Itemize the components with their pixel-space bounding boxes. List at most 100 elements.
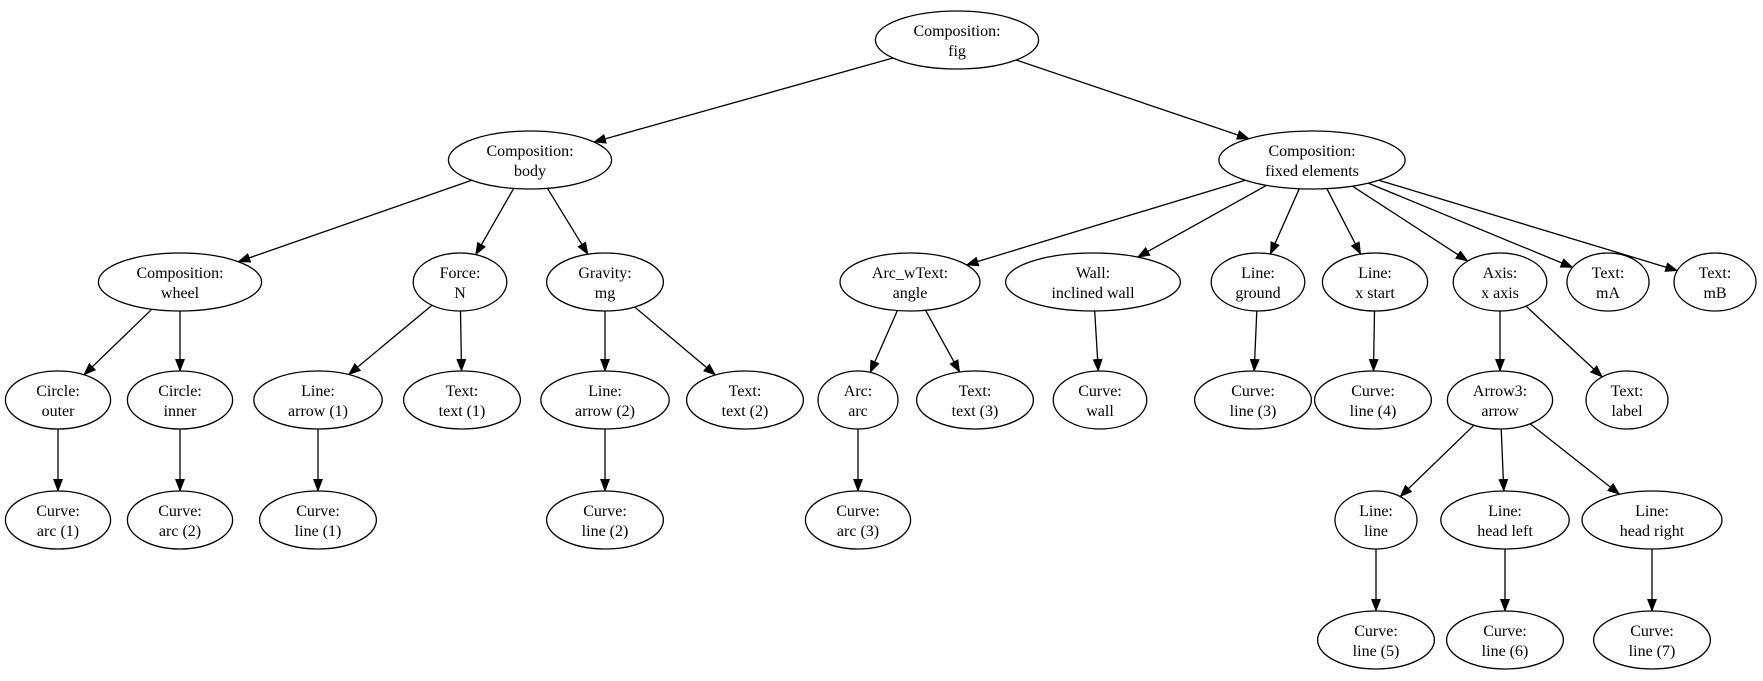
tree-node-circle_inner: Circle:inner xyxy=(126,370,234,430)
node-ellipse xyxy=(1446,370,1554,430)
tree-node-text_text1: Text:text (1) xyxy=(402,370,522,430)
node-label: Line:ground xyxy=(1235,265,1280,302)
node-label: Composition:fixed elements xyxy=(1265,143,1359,180)
node-label: Text:mA xyxy=(1592,265,1625,302)
node-label: Line:head left xyxy=(1477,503,1533,540)
node-ellipse xyxy=(1566,252,1650,312)
node-ellipse xyxy=(1445,610,1565,670)
node-ellipse xyxy=(1334,490,1418,550)
tree-node-text_ma: Text:mA xyxy=(1566,252,1650,312)
node-label: Curve:line (1) xyxy=(295,503,342,540)
edge-line_xstart-to-curve_line4 xyxy=(1368,310,1379,372)
edge-force_n-to-text_text1 xyxy=(456,310,467,372)
node-label: Line:x start xyxy=(1355,265,1395,302)
tree-node-wheel: Composition:wheel xyxy=(97,252,263,312)
node-label: Composition:body xyxy=(486,143,573,180)
tree-node-force_n: Force:N xyxy=(412,252,508,312)
edge-fixed-to-line_xstart xyxy=(1326,188,1362,255)
edge-fixed-to-wall_inclined xyxy=(1136,184,1267,258)
edge-force_n-to-line_arrow1 xyxy=(347,304,433,376)
node-ellipse xyxy=(1592,610,1712,670)
node-ellipse xyxy=(545,490,665,550)
edge-line_ground-to-curve_line3 xyxy=(1249,310,1260,372)
node-ellipse xyxy=(839,252,981,312)
node-ellipse xyxy=(1321,252,1429,312)
edge-body-to-force_n xyxy=(475,188,515,256)
edge-fig-to-fixed xyxy=(1015,59,1250,140)
node-label: Curve:arc (2) xyxy=(158,503,202,540)
tree-node-body: Composition:body xyxy=(447,130,613,190)
node-label: Composition:fig xyxy=(913,23,1000,60)
node-ellipse xyxy=(253,370,383,430)
tree-node-line_line: Line:line xyxy=(1334,490,1418,550)
node-ellipse xyxy=(97,252,263,312)
tree-node-fig: Composition:fig xyxy=(874,10,1040,70)
tree-node-axis_xaxis: Axis:x axis xyxy=(1452,252,1548,312)
node-ellipse xyxy=(874,10,1040,70)
node-ellipse xyxy=(412,252,508,312)
edge-fixed-to-line_ground xyxy=(1269,188,1300,255)
tree-node-fixed: Composition:fixed elements xyxy=(1218,130,1406,190)
node-ellipse xyxy=(1210,252,1306,312)
node-label: Text:text (2) xyxy=(722,383,769,420)
tree-node-curve_line3: Curve:line (3) xyxy=(1193,370,1313,430)
node-label: Gravity:mg xyxy=(578,265,631,302)
node-ellipse xyxy=(1052,370,1148,430)
node-label: Curve:line (3) xyxy=(1230,383,1277,420)
edge-body-to-gravity_mg xyxy=(546,187,589,256)
edge-arrow3_arrow-to-line_headright xyxy=(1529,423,1621,495)
edge-fixed-to-arc_wtext_angle xyxy=(965,179,1246,267)
tree-node-curve_line2: Curve:line (2) xyxy=(545,490,665,550)
node-label: Circle:outer xyxy=(36,383,80,420)
node-label: Text:label xyxy=(1611,383,1644,420)
tree-node-curve_arc1: Curve:arc (1) xyxy=(4,490,112,550)
node-label: Axis:x axis xyxy=(1481,265,1519,302)
node-label: Line:arrow (2) xyxy=(575,383,635,420)
tree-node-text_text2: Text:text (2) xyxy=(685,370,805,430)
node-label: Circle:inner xyxy=(158,383,202,420)
tree-node-line_arrow1: Line:arrow (1) xyxy=(253,370,383,430)
edge-wall_inclined-to-curve_wall xyxy=(1092,310,1103,372)
tree-node-curve_line1: Curve:line (1) xyxy=(258,490,378,550)
edge-axis_xaxis-to-text_label xyxy=(1525,305,1603,378)
node-label: Wall:inclined wall xyxy=(1051,265,1135,302)
node-ellipse xyxy=(1313,370,1433,430)
node-ellipse xyxy=(1316,610,1436,670)
node-ellipse xyxy=(126,370,234,430)
node-ellipse xyxy=(4,370,112,430)
node-label: Curve:wall xyxy=(1078,383,1122,420)
node-label: Line:head right xyxy=(1620,503,1685,540)
tree-node-line_arrow2: Line:arrow (2) xyxy=(540,370,670,430)
tree-node-text_mb: Text:mB xyxy=(1673,252,1757,312)
node-label: Curve:line (6) xyxy=(1482,623,1529,660)
tree-node-curve_arc3: Curve:arc (3) xyxy=(804,490,912,550)
node-ellipse xyxy=(1193,370,1313,430)
node-label: Curve:line (7) xyxy=(1629,623,1676,660)
tree-node-gravity_mg: Gravity:mg xyxy=(545,252,665,312)
node-ellipse xyxy=(1452,252,1548,312)
tree-node-arrow3_arrow: Arrow3:arrow xyxy=(1446,370,1554,430)
tree-node-arc_wtext_angle: Arc_wText:angle xyxy=(839,252,981,312)
tree-node-text_text3: Text:text (3) xyxy=(915,370,1035,430)
tree-node-circle_outer: Circle:outer xyxy=(4,370,112,430)
node-label: Curve:arc (1) xyxy=(36,503,80,540)
edge-fixed-to-axis_xaxis xyxy=(1351,185,1469,262)
edge-arc_wtext_angle-to-arc_arc xyxy=(869,310,898,374)
tree-node-curve_line6: Curve:line (6) xyxy=(1445,610,1565,670)
edge-wheel-to-circle_outer xyxy=(83,308,153,376)
node-label: Curve:line (5) xyxy=(1353,623,1400,660)
node-label: Composition:wheel xyxy=(136,265,223,302)
edge-arrow3_arrow-to-line_line xyxy=(1399,424,1475,498)
node-label: Line:line xyxy=(1359,503,1393,540)
edge-arc_wtext_angle-to-text_text3 xyxy=(925,309,961,373)
node-ellipse xyxy=(1440,490,1570,550)
node-label: Force:N xyxy=(440,265,481,302)
tree-node-arc_arc: Arc:arc xyxy=(817,370,899,430)
tree-node-wall_inclined: Wall:inclined wall xyxy=(1004,252,1182,312)
node-label: Arc_wText:angle xyxy=(872,265,948,302)
edge-body-to-wheel xyxy=(237,179,472,263)
tree-node-line_headright: Line:head right xyxy=(1581,490,1723,550)
node-label: Arc:arc xyxy=(844,383,872,420)
node-ellipse xyxy=(1004,252,1182,312)
